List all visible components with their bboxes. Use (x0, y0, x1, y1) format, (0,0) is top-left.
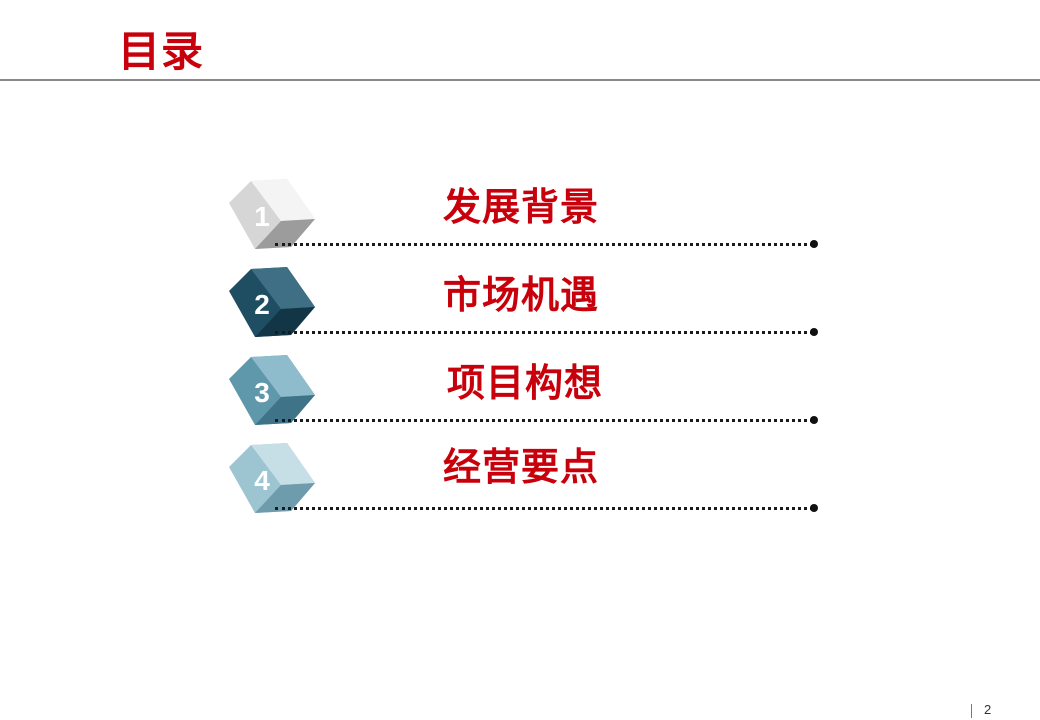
toc-number: 1 (254, 201, 270, 232)
toc-number: 3 (254, 377, 270, 408)
cube-icon: 4 (225, 441, 321, 521)
cube-icon: 3 (225, 353, 321, 433)
leader-end-dot (810, 504, 818, 512)
title-divider (0, 79, 1040, 81)
leader-end-dot (810, 240, 818, 248)
toc-item-1[interactable]: 1 发展背景 (225, 177, 825, 257)
cube-icon: 2 (225, 265, 321, 345)
page-title: 目录 (118, 27, 205, 76)
dotted-leader (275, 243, 813, 246)
cube-side-face (255, 307, 315, 337)
cube-top-face (251, 443, 315, 485)
toc-label[interactable]: 经营要点 (443, 445, 600, 489)
dotted-leader (275, 331, 813, 334)
dotted-leader (275, 507, 813, 510)
cube-top-face (251, 267, 315, 309)
toc-label[interactable]: 项目构想 (447, 361, 604, 405)
cube-side-face (255, 395, 315, 425)
toc-number: 4 (254, 465, 270, 496)
cube-top-face (251, 179, 315, 221)
page-marker-line (971, 704, 972, 718)
leader-end-dot (810, 416, 818, 424)
toc-item-2[interactable]: 2 市场机遇 (225, 265, 825, 345)
page-number: 2 (984, 702, 992, 717)
leader-end-dot (810, 328, 818, 336)
cube-side-face (255, 483, 315, 513)
cube-icon: 1 (225, 177, 321, 257)
toc-number: 2 (254, 289, 270, 320)
cube-side-face (255, 219, 315, 249)
toc-item-4[interactable]: 4 经营要点 (225, 441, 825, 521)
cube-top-face (251, 355, 315, 397)
toc-label[interactable]: 市场机遇 (443, 273, 600, 317)
toc-label[interactable]: 发展背景 (443, 185, 600, 229)
dotted-leader (275, 419, 813, 422)
toc-item-3[interactable]: 3 项目构想 (225, 353, 825, 433)
